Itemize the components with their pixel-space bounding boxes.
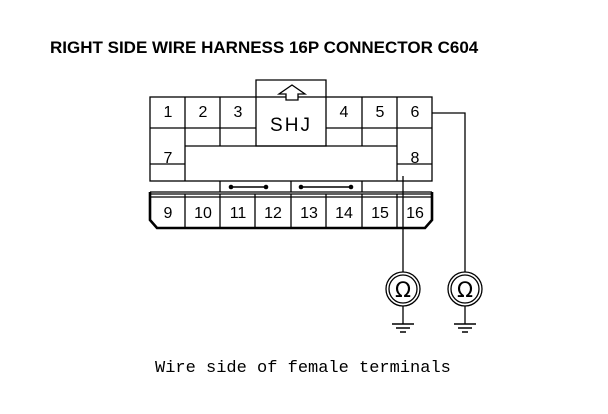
probe-wire-6 [432, 112, 466, 272]
ohm-symbol: Ω [395, 278, 411, 302]
pin-1: 1 [164, 104, 173, 121]
ohm-symbol: Ω [457, 278, 473, 302]
pin-14: 14 [335, 205, 353, 222]
shj-label: SHJ [270, 115, 312, 136]
pin-13: 13 [300, 205, 318, 222]
pin-5: 5 [376, 104, 385, 121]
ground-icon [392, 323, 414, 333]
pin-4: 4 [340, 104, 349, 121]
shorting-bar-11-12 [228, 184, 269, 190]
ohmmeter-left: Ω [385, 271, 421, 333]
ground-icon [454, 323, 476, 333]
pin-6: 6 [411, 104, 420, 121]
pin-12: 12 [264, 205, 282, 222]
up-arrow-icon [276, 84, 308, 101]
pin-16: 16 [406, 205, 424, 222]
pin-2: 2 [199, 104, 208, 121]
shorting-bar-13-14 [298, 184, 354, 190]
connector-upper-body [149, 96, 433, 182]
probe-wires [402, 112, 466, 272]
pin-15: 15 [371, 205, 389, 222]
pin-3: 3 [234, 104, 243, 121]
diagram-caption: Wire side of female terminals [155, 359, 451, 378]
pin-8: 8 [411, 150, 420, 167]
pin-9: 9 [164, 205, 173, 222]
connector-c604: SHJ 1 2 3 4 5 6 7 8 [148, 79, 434, 230]
pin-10: 10 [194, 205, 212, 222]
ohmmeter-right: Ω [447, 271, 483, 333]
pin-11: 11 [230, 205, 247, 222]
diagram-title: RIGHT SIDE WIRE HARNESS 16P CONNECTOR C6… [50, 38, 479, 57]
shj-lock-tab: SHJ [255, 79, 327, 147]
pin-7: 7 [164, 150, 173, 167]
